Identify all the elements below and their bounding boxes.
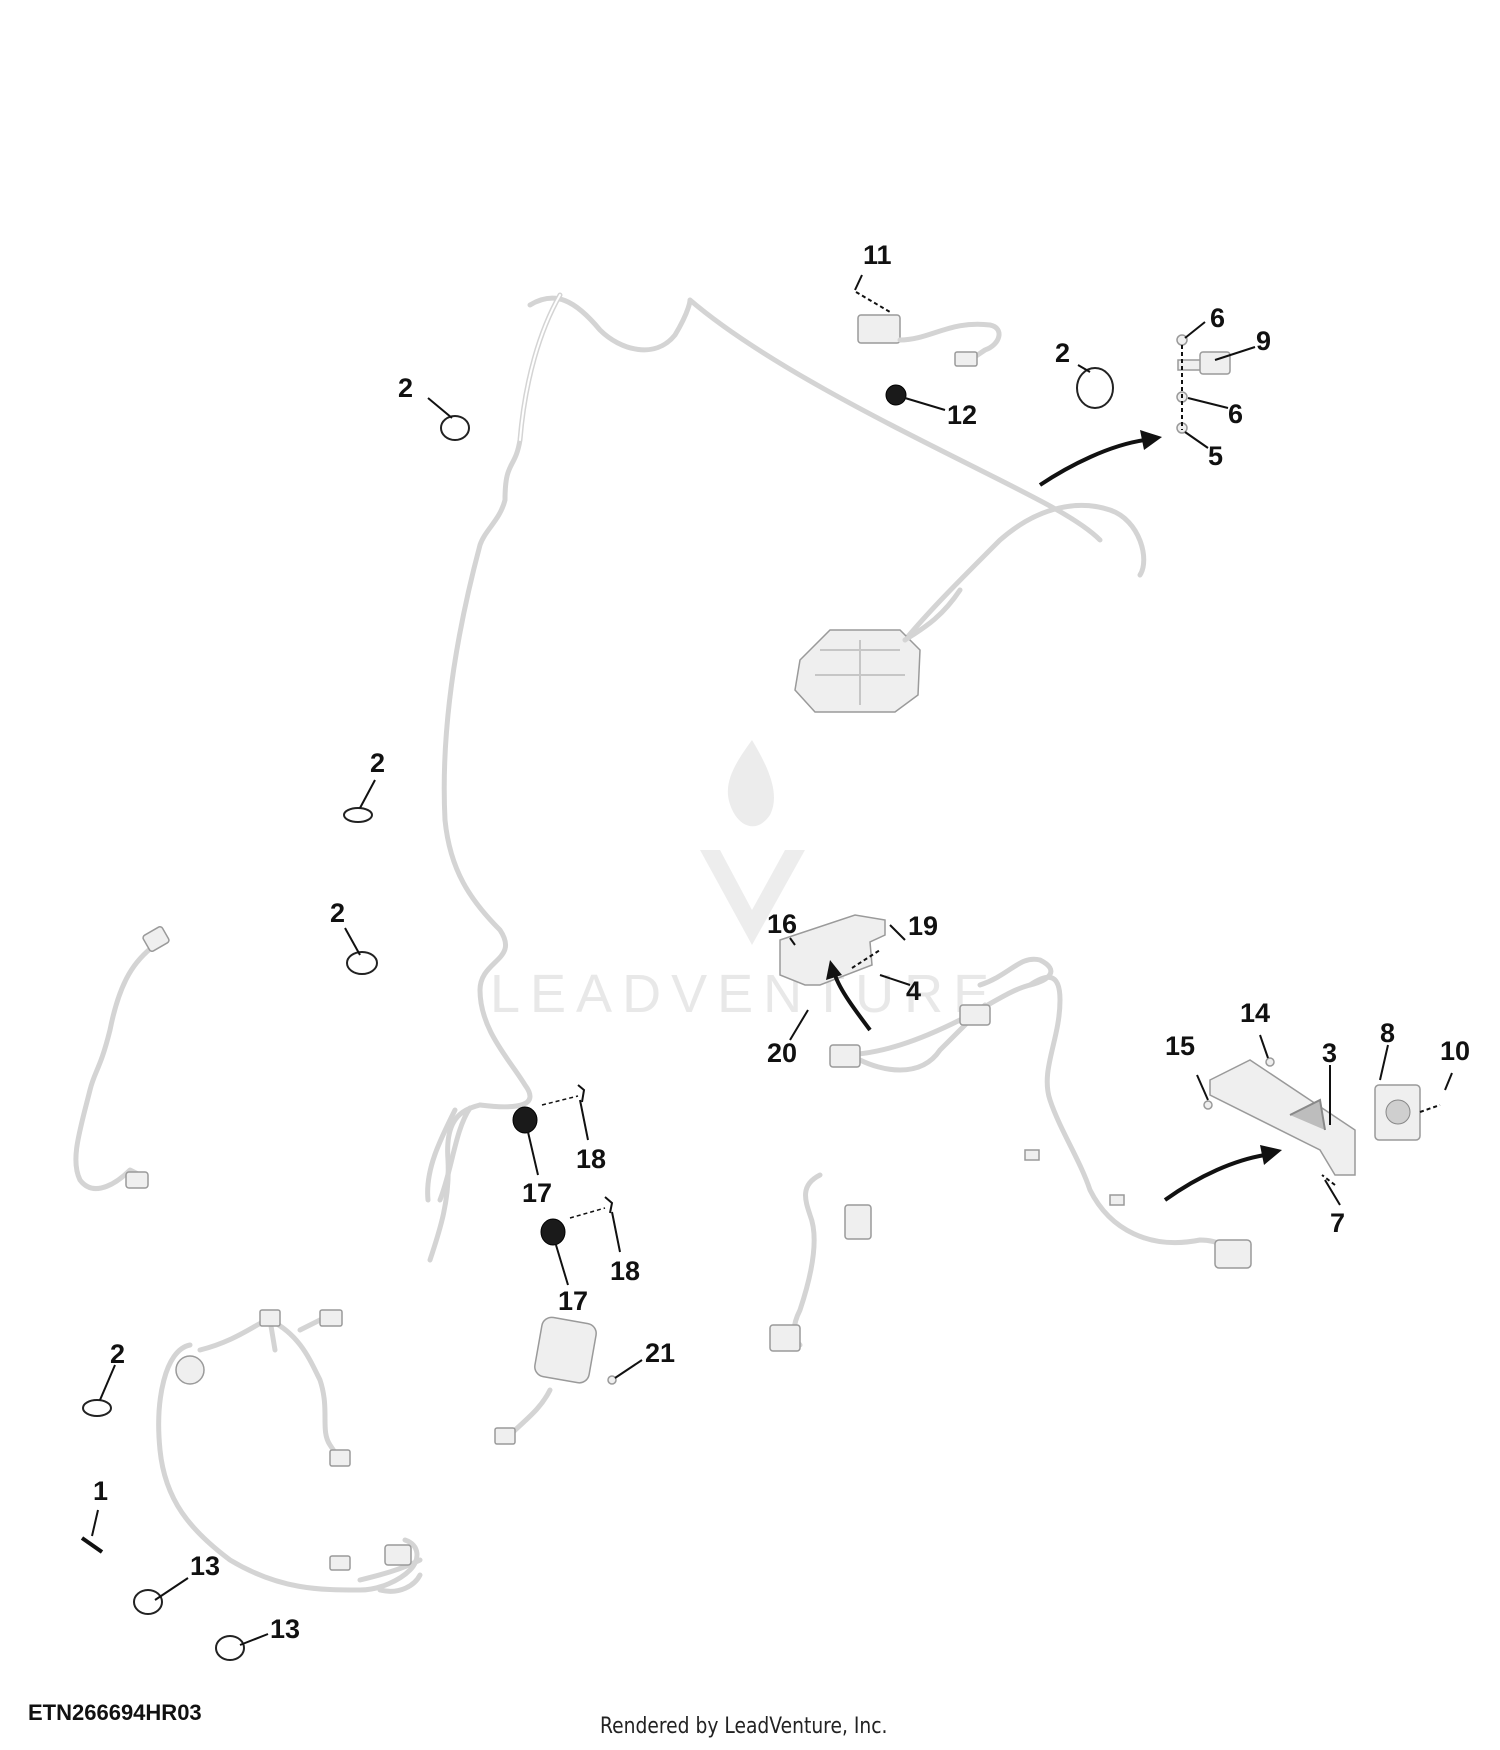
assembly-arrows	[826, 430, 1282, 1202]
arrow-center	[833, 974, 872, 1032]
cable-tie-2c	[343, 807, 373, 823]
callout-2: 2	[398, 373, 413, 403]
callout-2-lower-left: 2	[110, 1339, 125, 1369]
callout-4: 4	[906, 976, 921, 1006]
callout-2-mid: 2	[370, 748, 385, 778]
callout-11: 11	[863, 240, 892, 270]
arrow-head-upper-right	[1140, 430, 1162, 450]
cable-tie-2b	[1076, 367, 1114, 409]
cable-tie-2e	[82, 1399, 112, 1417]
cable-tie-2a	[440, 415, 470, 441]
watermark-flame-icon	[727, 740, 774, 827]
callout-19: 19	[908, 911, 938, 941]
arrow-head-lower-right	[1260, 1145, 1282, 1165]
callout-13-lower: 13	[270, 1614, 300, 1644]
arrow-head-center	[826, 960, 842, 980]
callout-8: 8	[1380, 1018, 1395, 1048]
center-harness	[829, 956, 1252, 1269]
callout-13-upper: 13	[190, 1551, 220, 1581]
drawing-code: ETN266694HR03	[28, 1700, 202, 1725]
callout-3: 3	[1322, 1038, 1337, 1068]
left-harness	[73, 926, 170, 1192]
cable-tie-2d	[346, 951, 378, 975]
bracket-assembly-top-right	[1176, 334, 1231, 434]
callout-21: 21	[645, 1338, 675, 1368]
callout-17-upper: 17	[522, 1178, 552, 1208]
callouts: 11 12 2 6 9 2 6 5 2 2 16 19 4 20 14 15 3…	[93, 240, 1470, 1644]
callout-16: 16	[767, 909, 797, 939]
arrow-lower-right	[1163, 1153, 1266, 1202]
callout-9: 9	[1256, 326, 1271, 356]
callout-18-lower: 18	[610, 1256, 640, 1286]
dome-light	[794, 587, 963, 713]
actuator-21	[494, 1316, 617, 1445]
watermark-v-icon	[700, 850, 805, 945]
cable-ties	[80, 367, 1114, 1661]
callout-6-lower: 6	[1228, 399, 1243, 429]
pin-1	[80, 1536, 104, 1554]
grommet-17-upper	[512, 1084, 586, 1134]
callout-2-top-right: 2	[1055, 338, 1070, 368]
lower-center-harness	[769, 1172, 872, 1352]
callout-7: 7	[1330, 1208, 1345, 1238]
cable-tie-13b	[215, 1635, 245, 1661]
callout-20: 20	[767, 1038, 797, 1068]
bracket-3-assembly	[1203, 1057, 1421, 1176]
callout-14: 14	[1240, 998, 1270, 1028]
arrow-upper-right	[1038, 438, 1146, 487]
switch-11	[857, 314, 1002, 406]
main-harness	[425, 292, 1147, 1263]
callout-12: 12	[947, 400, 977, 430]
callout-17-lower: 17	[558, 1286, 588, 1316]
grommet-17-lower	[540, 1196, 614, 1246]
callout-15: 15	[1165, 1031, 1195, 1061]
callout-18-upper: 18	[576, 1144, 606, 1174]
leader-lines	[91, 274, 1453, 1646]
bracket-16	[779, 914, 886, 986]
callout-5: 5	[1208, 441, 1223, 471]
cable-tie-13a	[133, 1589, 163, 1615]
callout-2-mid-lower: 2	[330, 898, 345, 928]
callout-1: 1	[93, 1476, 108, 1506]
lower-left-harness	[156, 1309, 423, 1594]
render-credit: Rendered by LeadVenture, Inc.	[600, 1714, 888, 1739]
watermark: LEADVENTURE	[490, 740, 999, 1024]
watermark-text: LEADVENTURE	[490, 964, 999, 1024]
callout-10: 10	[1440, 1036, 1470, 1066]
callout-6-upper: 6	[1210, 303, 1225, 333]
